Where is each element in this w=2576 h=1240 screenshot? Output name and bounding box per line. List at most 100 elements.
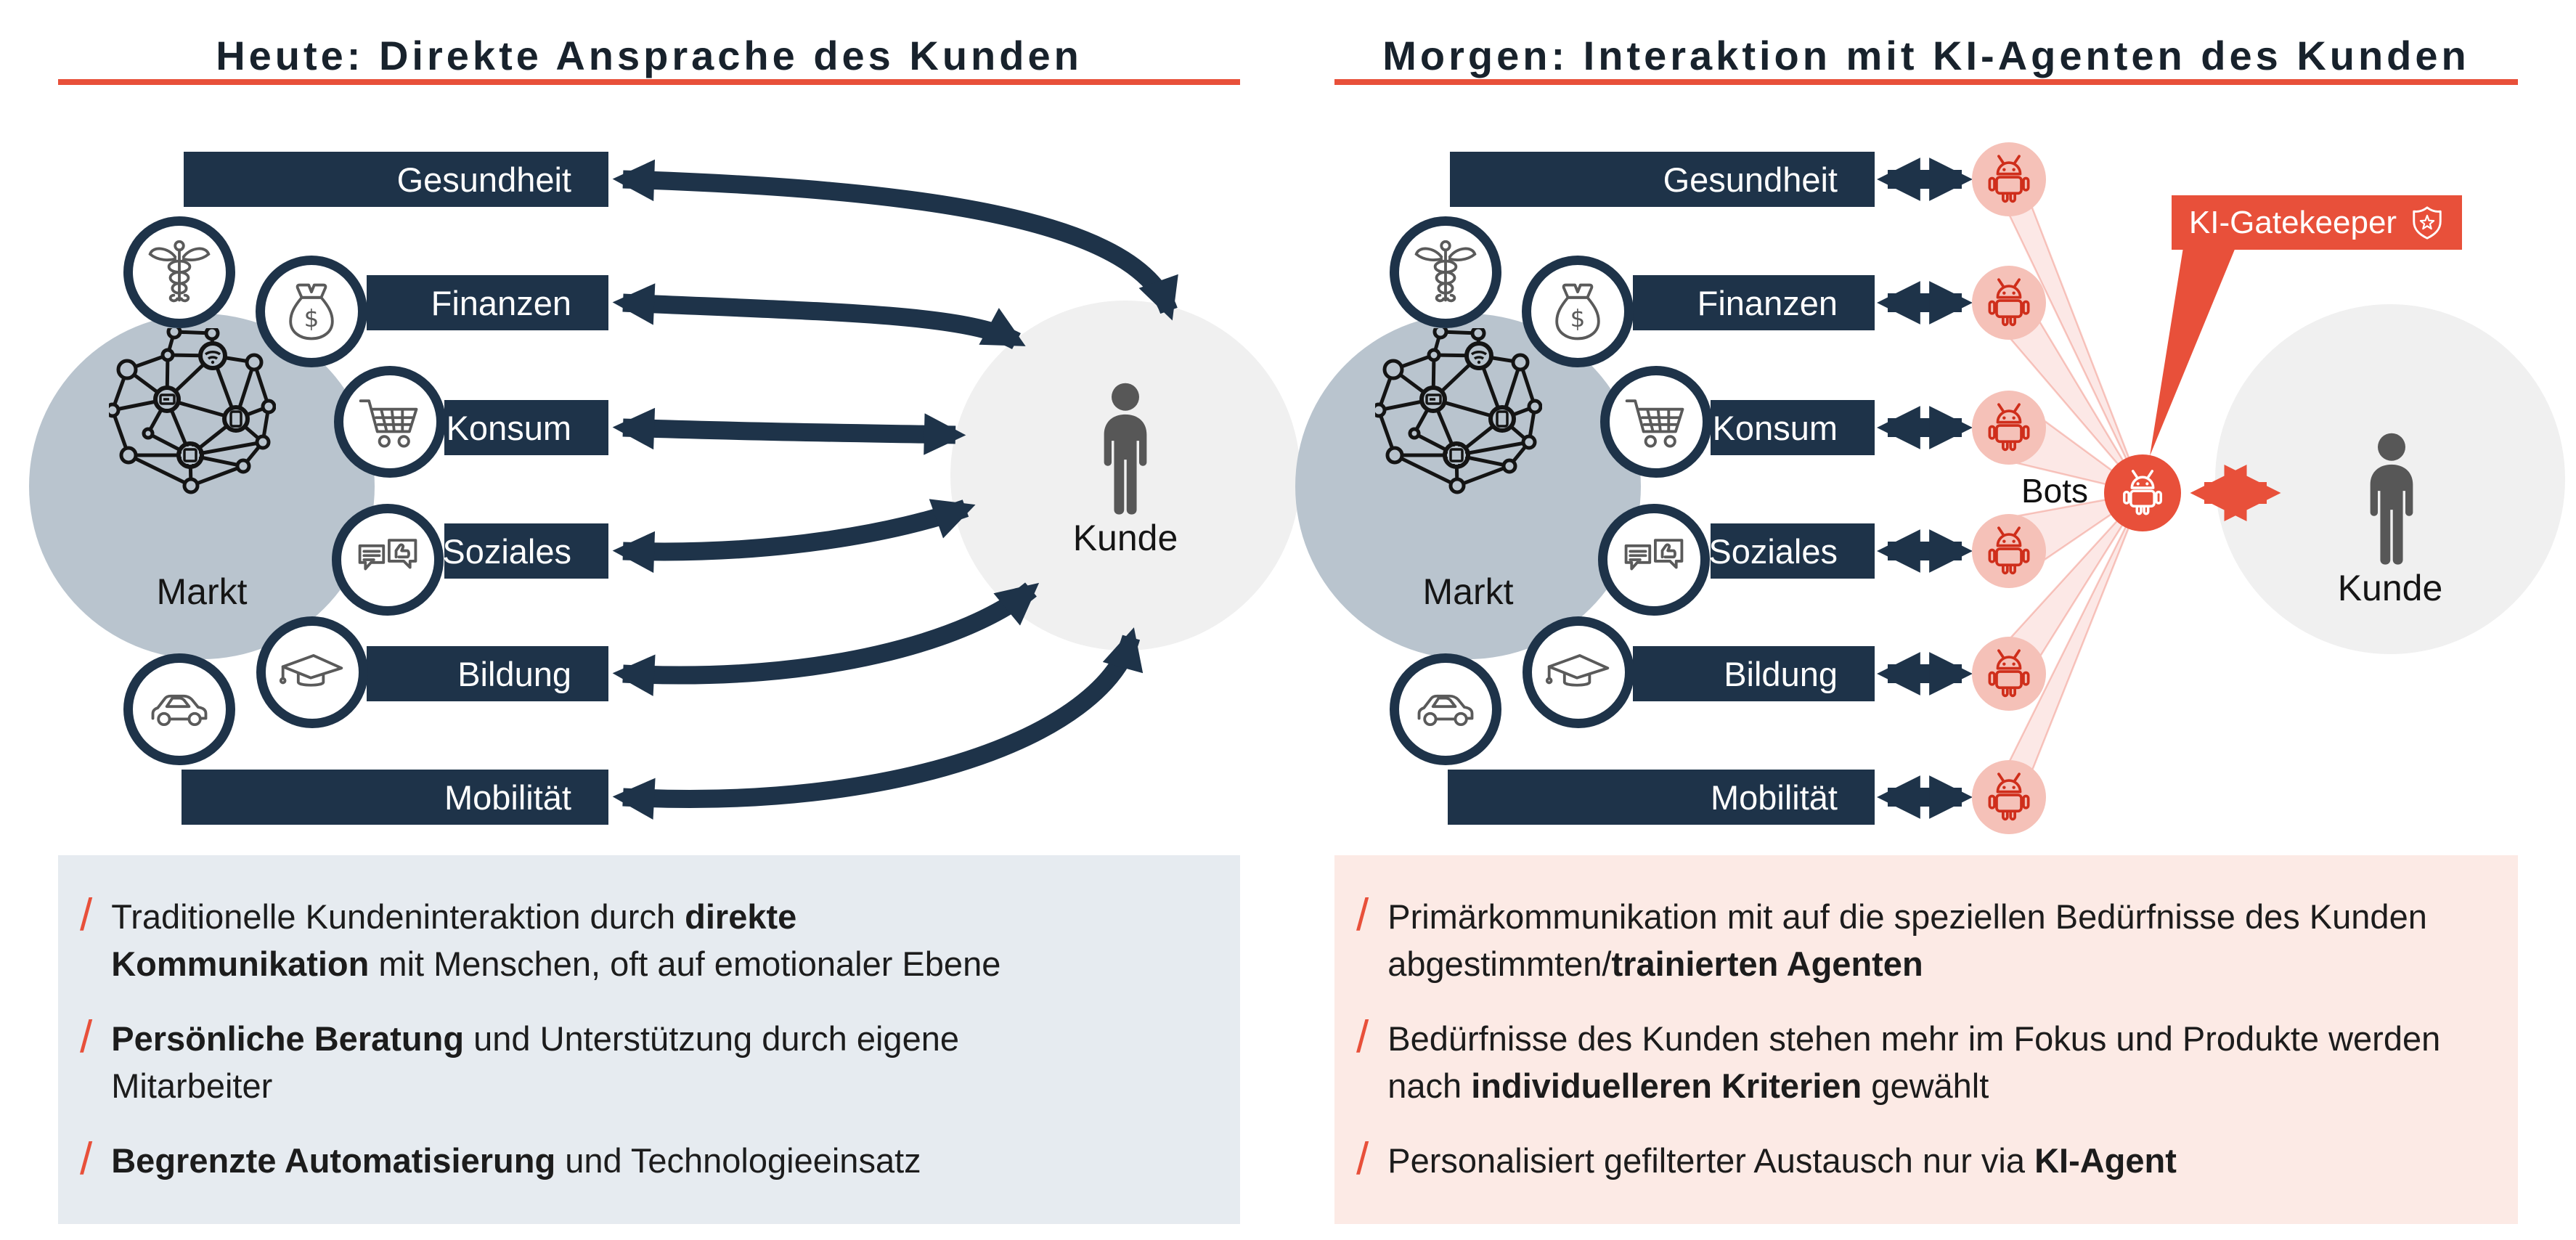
market-label: Markt <box>1422 571 1514 612</box>
sector-bar-gesundheit: Gesundheit <box>1450 152 1875 207</box>
social-icon-circle <box>1598 504 1710 616</box>
sector-bar-label: Finanzen <box>1697 283 1838 322</box>
caduceus-icon <box>144 237 214 307</box>
sector-bar-label: Konsum <box>1712 408 1838 447</box>
caduceus-icon <box>1411 237 1480 307</box>
mobility-icon-circle <box>1390 653 1501 765</box>
finance-icon-circle <box>256 256 367 367</box>
consumption-icon-circle <box>1600 366 1712 478</box>
sector-bar-konsum: Konsum <box>444 400 608 455</box>
summary-bullet-text: Personalisiert gefilterter Austausch nur… <box>1387 1141 2177 1180</box>
education-icon-circle <box>256 616 368 728</box>
sector-bar-label: Gesundheit <box>396 160 571 199</box>
person-icon <box>2352 432 2432 570</box>
flow-arrow-mobilitaet <box>612 627 1144 820</box>
customer-label: Kunde <box>2337 568 2443 608</box>
sector-bar-mobilitaet: Mobilität <box>1448 770 1875 825</box>
tomorrow-title-underline <box>1334 79 2518 85</box>
sector-bar-bildung: Bildung <box>367 646 608 701</box>
flow-arrow-gesundheit <box>612 159 1178 321</box>
market-blob-today <box>29 314 375 659</box>
shopping-cart-icon <box>355 387 425 457</box>
sector-bot-konsum <box>1972 391 2046 465</box>
education-icon-circle <box>1523 616 1634 728</box>
ki-gatekeeper-bot <box>2104 454 2181 531</box>
graduation-cap-icon <box>277 637 347 707</box>
sector-bar-bildung: Bildung <box>1633 646 1875 701</box>
chat-thumbs-up-icon <box>1619 525 1689 595</box>
graduation-cap-icon <box>1544 637 1613 707</box>
tomorrow-summary-box: Primärkommunikation mit auf die speziell… <box>1334 855 2518 1224</box>
sector-bar-label: Finanzen <box>431 283 571 322</box>
social-icon-circle <box>332 504 444 616</box>
sector-bar-label: Soziales <box>1708 531 1838 571</box>
sector-bar-label: Bildung <box>1724 654 1838 693</box>
mobility-icon-circle <box>123 653 235 765</box>
car-icon <box>144 674 214 744</box>
finance-icon-circle <box>1522 256 1634 367</box>
tomorrow-title: Morgen: Interaktion mit KI-Agenten des K… <box>1382 32 2470 78</box>
sector-bar-konsum: Konsum <box>1711 400 1875 455</box>
sector-bar-label: Konsum <box>446 408 571 447</box>
sector-bar-soziales: Soziales <box>1708 523 1875 579</box>
ki-gatekeeper-label: KI-Gatekeeper <box>2172 195 2462 250</box>
ki-gatekeeper-label-text: KI-Gatekeeper <box>2188 204 2397 240</box>
today-title-underline <box>58 79 1240 85</box>
flow-arrow-bildung <box>612 582 1040 696</box>
flow-arrow-soziales <box>612 499 976 574</box>
sector-bar-label: Mobilität <box>444 778 571 817</box>
sector-bar-mobilitaet: Mobilität <box>182 770 608 825</box>
sector-bar-finanzen: Finanzen <box>367 275 608 330</box>
chat-thumbs-up-icon <box>353 525 423 595</box>
sector-bot-finanzen <box>1972 266 2046 340</box>
summary-bullet: Personalisiert gefilterter Austausch nur… <box>1356 1137 2489 1184</box>
summary-bullet-text: Bedürfnisse des Kunden stehen mehr im Fo… <box>1387 1019 2441 1105</box>
market-blob-tomorrow <box>1295 314 1641 659</box>
shopping-cart-icon <box>1621 387 1691 457</box>
sector-bar-gesundheit: Gesundheit <box>184 152 608 207</box>
sector-bar-label: Mobilität <box>1710 778 1838 817</box>
summary-bullet-text: Begrenzte Automatisierung und Technologi… <box>111 1141 921 1180</box>
gatekeeper-callout-pointer <box>2150 248 2235 456</box>
android-robot-icon <box>1982 524 2036 578</box>
sector-bot-bildung <box>1972 637 2046 711</box>
sector-bot-gesundheit <box>1972 142 2046 216</box>
market-label: Markt <box>156 571 248 612</box>
summary-bullet: Bedürfnisse des Kunden stehen mehr im Fo… <box>1356 1015 2489 1109</box>
sector-bar-label: Gesundheit <box>1663 160 1838 199</box>
summary-bullet: Persönliche Beratung und Unterstützung d… <box>80 1015 1211 1109</box>
sector-bar-finanzen: Finanzen <box>1633 275 1875 330</box>
android-robot-icon <box>1982 647 2036 701</box>
summary-bullet: Traditionelle Kundeninteraktion durch di… <box>80 893 1211 987</box>
android-robot-icon <box>2117 468 2168 518</box>
android-robot-icon <box>1982 770 2036 824</box>
summary-bullet-text: Persönliche Beratung und Unterstützung d… <box>111 1019 959 1105</box>
shield-star-icon <box>2410 205 2445 240</box>
summary-bullet: Begrenzte Automatisierung und Technologi… <box>80 1137 1211 1184</box>
health-icon-circle <box>1390 216 1501 328</box>
summary-bullet-text: Traditionelle Kundeninteraktion durch di… <box>111 897 1001 983</box>
car-icon <box>1411 674 1480 744</box>
android-robot-icon <box>1982 276 2036 330</box>
android-robot-icon <box>1982 401 2036 454</box>
flow-arrow-konsum <box>612 407 966 455</box>
customer-label: Kunde <box>1072 518 1178 558</box>
money-bag-icon <box>277 277 346 346</box>
today-title: Heute: Direkte Ansprache des Kunden <box>216 32 1083 78</box>
money-bag-icon <box>1543 277 1613 346</box>
summary-bullet: Primärkommunikation mit auf die speziell… <box>1356 893 2489 987</box>
sector-bar-label: Soziales <box>442 531 571 571</box>
sector-bar-soziales: Soziales <box>442 523 608 579</box>
health-icon-circle <box>123 216 235 328</box>
network-icon <box>109 328 276 495</box>
network-icon <box>1375 328 1542 495</box>
flow-arrow-finanzen <box>612 283 1026 350</box>
sector-bar-label: Bildung <box>457 654 571 693</box>
sector-bot-mobilitaet <box>1972 760 2046 834</box>
today-summary-box: Traditionelle Kundeninteraktion durch di… <box>58 855 1240 1224</box>
sector-bot-soziales <box>1972 514 2046 588</box>
person-icon <box>1085 382 1165 520</box>
consumption-icon-circle <box>334 366 446 478</box>
summary-bullet-text: Primärkommunikation mit auf die speziell… <box>1387 897 2427 983</box>
